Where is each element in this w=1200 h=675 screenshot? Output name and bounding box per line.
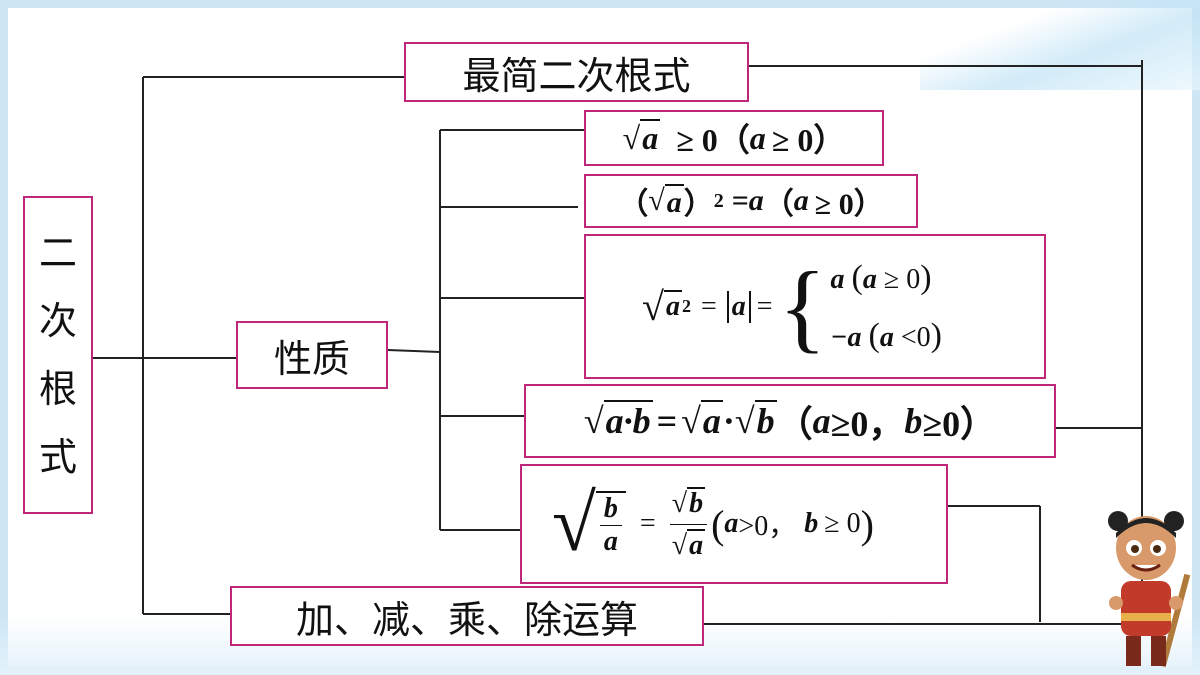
f2-ge0: ≥ 0）: [814, 188, 884, 221]
f5-den: a: [603, 525, 618, 557]
f2-exp: 2: [713, 189, 724, 212]
case1-relation: ≥ 0: [883, 263, 921, 295]
f5-rden: a: [687, 528, 706, 561]
f1-a: a: [640, 119, 661, 157]
f3-eq2: =: [756, 290, 773, 322]
root-node-box: 二 次 根 式: [23, 196, 93, 514]
brace-icon: {: [778, 250, 827, 362]
f4-ab: a·b: [603, 400, 653, 442]
sqrt-symbol: √: [642, 284, 664, 329]
case1-value: a: [830, 263, 845, 295]
f5-rden-wrap: √a: [671, 528, 706, 561]
f5-rnum: b: [687, 486, 706, 519]
f5-rhs-fraction: √b √a: [669, 486, 708, 562]
f2-cond: （: [763, 188, 794, 221]
f5-rnum-wrap: √b: [669, 486, 708, 525]
case2-var: a: [879, 321, 894, 353]
f5-fraction: b a: [595, 490, 626, 558]
f2-close: ）: [683, 188, 714, 221]
case-neg: −a (a <0): [830, 316, 942, 354]
sqrt-symbol: √: [583, 401, 604, 441]
sqrt-symbol: √: [648, 184, 665, 217]
formula-quotient-rule: √ b a = √b √a ( a >0， b ≥ 0 ): [520, 464, 948, 584]
f3-abs: a: [726, 290, 751, 323]
f5-cond-b: b: [804, 508, 819, 539]
decorative-wave-top: [920, 0, 1200, 90]
root-char-2: 次: [38, 299, 77, 343]
case1-var: a: [862, 263, 877, 295]
sqrt-symbol: √: [552, 479, 596, 568]
f1-a2: a: [749, 119, 766, 156]
root-char-4: 式: [38, 435, 77, 479]
f2-a3: a: [793, 184, 809, 217]
f5-cond-a: a: [724, 508, 739, 539]
f4-cond: （: [776, 404, 813, 444]
f5-eq: =: [639, 508, 656, 539]
f4-ge: ≥0，: [830, 404, 905, 444]
sqrt-symbol: √: [622, 119, 641, 156]
f5-num: b: [599, 493, 622, 526]
f5-cond-ge: ≥ 0: [824, 508, 861, 539]
f4-ge2: ≥0）: [922, 404, 997, 444]
root-char-1: 二: [38, 231, 77, 275]
f4-b3: b: [904, 401, 923, 441]
f1-ge0b: ≥ 0）: [771, 122, 846, 158]
root-char-3: 根: [38, 367, 77, 411]
f4-a3: a: [812, 401, 831, 441]
f2-a2: a: [748, 184, 764, 217]
simplest-radical-box: 最简二次根式: [404, 42, 749, 102]
formula-sqrt-nonneg: √a ≥ 0（ a ≥ 0）: [584, 110, 884, 166]
f3-a: a: [663, 290, 682, 323]
f4-a2: a: [700, 400, 723, 442]
sqrt-symbol: √: [681, 401, 701, 441]
case2-value: −a: [830, 321, 862, 353]
f4-eq: =: [656, 401, 678, 441]
operations-box: 加、减、乘、除运算: [230, 586, 704, 646]
sqrt-symbol: √: [734, 401, 755, 441]
operations-label: 加、减、乘、除运算: [295, 597, 638, 642]
properties-label: 性质: [273, 336, 350, 381]
f3-eq1: =: [700, 290, 717, 322]
properties-box: 性质: [236, 321, 388, 389]
f2-eq: =: [731, 184, 749, 217]
f1-ge0: ≥ 0（: [676, 122, 750, 158]
cases: a (a ≥ 0) −a (a <0): [831, 259, 942, 355]
formula-product-rule: √a·b = √a · √b （ a ≥0， b ≥0）: [524, 384, 1056, 458]
f4-dot2: ·: [722, 401, 735, 441]
case-nonneg: a (a ≥ 0): [830, 258, 932, 296]
f5-cond-gt: >0，: [738, 511, 797, 542]
cartoon-character-illustration: [1108, 511, 1191, 668]
f3-exp: 2: [681, 296, 691, 316]
f2-open: （: [618, 188, 649, 221]
f2-a: a: [664, 183, 684, 219]
case2-relation: <0: [900, 321, 931, 353]
simplest-radical-label: 最简二次根式: [462, 53, 691, 98]
formula-square-of-sqrt: （ √a ） 2 = a （ a ≥ 0）: [584, 174, 918, 228]
f4-b2: b: [754, 400, 777, 442]
